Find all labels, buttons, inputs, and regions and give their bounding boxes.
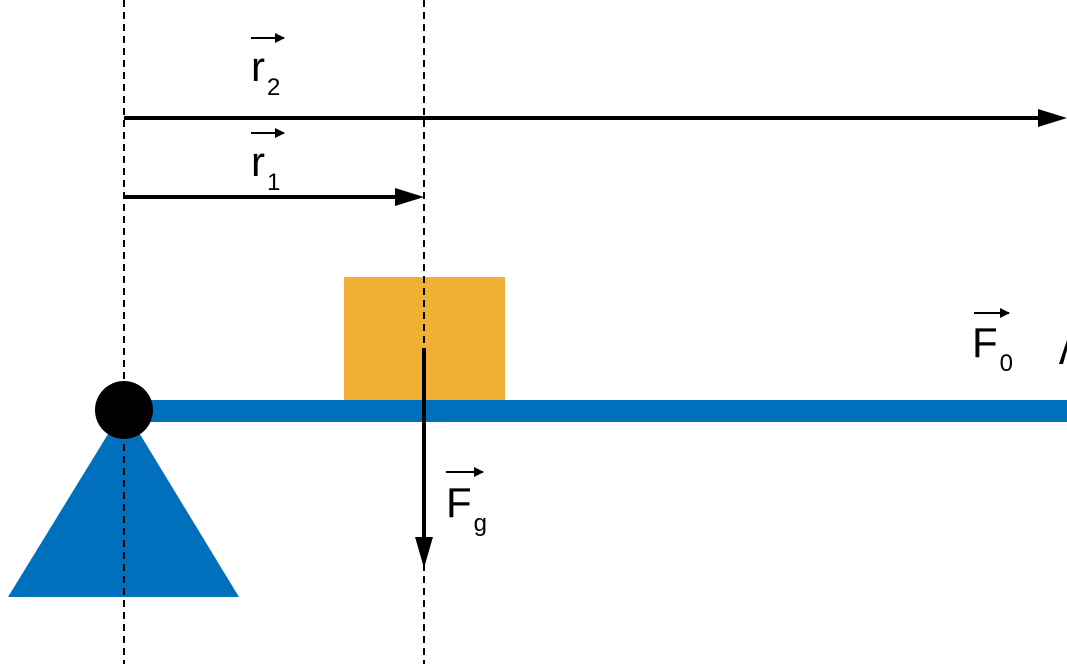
fg-arrowhead: [415, 537, 433, 568]
f0-label-main: F: [972, 319, 998, 366]
r1-arrowhead: [395, 188, 424, 206]
r2-label: r2: [251, 43, 280, 100]
r1-label-sub: 1: [267, 169, 281, 196]
r2-label-sub: 2: [267, 74, 281, 101]
fg-label: Fg: [446, 479, 487, 536]
r1-label: r1: [251, 138, 280, 195]
lever-beam: [124, 400, 1067, 422]
cropped-arrow-tip: [1059, 340, 1067, 364]
r1-label-main: r: [251, 138, 265, 185]
fg-label-sub: g: [473, 510, 488, 537]
f0-label-sub: 0: [999, 350, 1014, 377]
r2-label-main: r: [251, 43, 265, 90]
fg-label-main: F: [446, 479, 472, 526]
r2-arrowhead: [1038, 109, 1067, 127]
fulcrum-triangle: [8, 408, 239, 597]
f0-label: F0: [972, 319, 1013, 376]
